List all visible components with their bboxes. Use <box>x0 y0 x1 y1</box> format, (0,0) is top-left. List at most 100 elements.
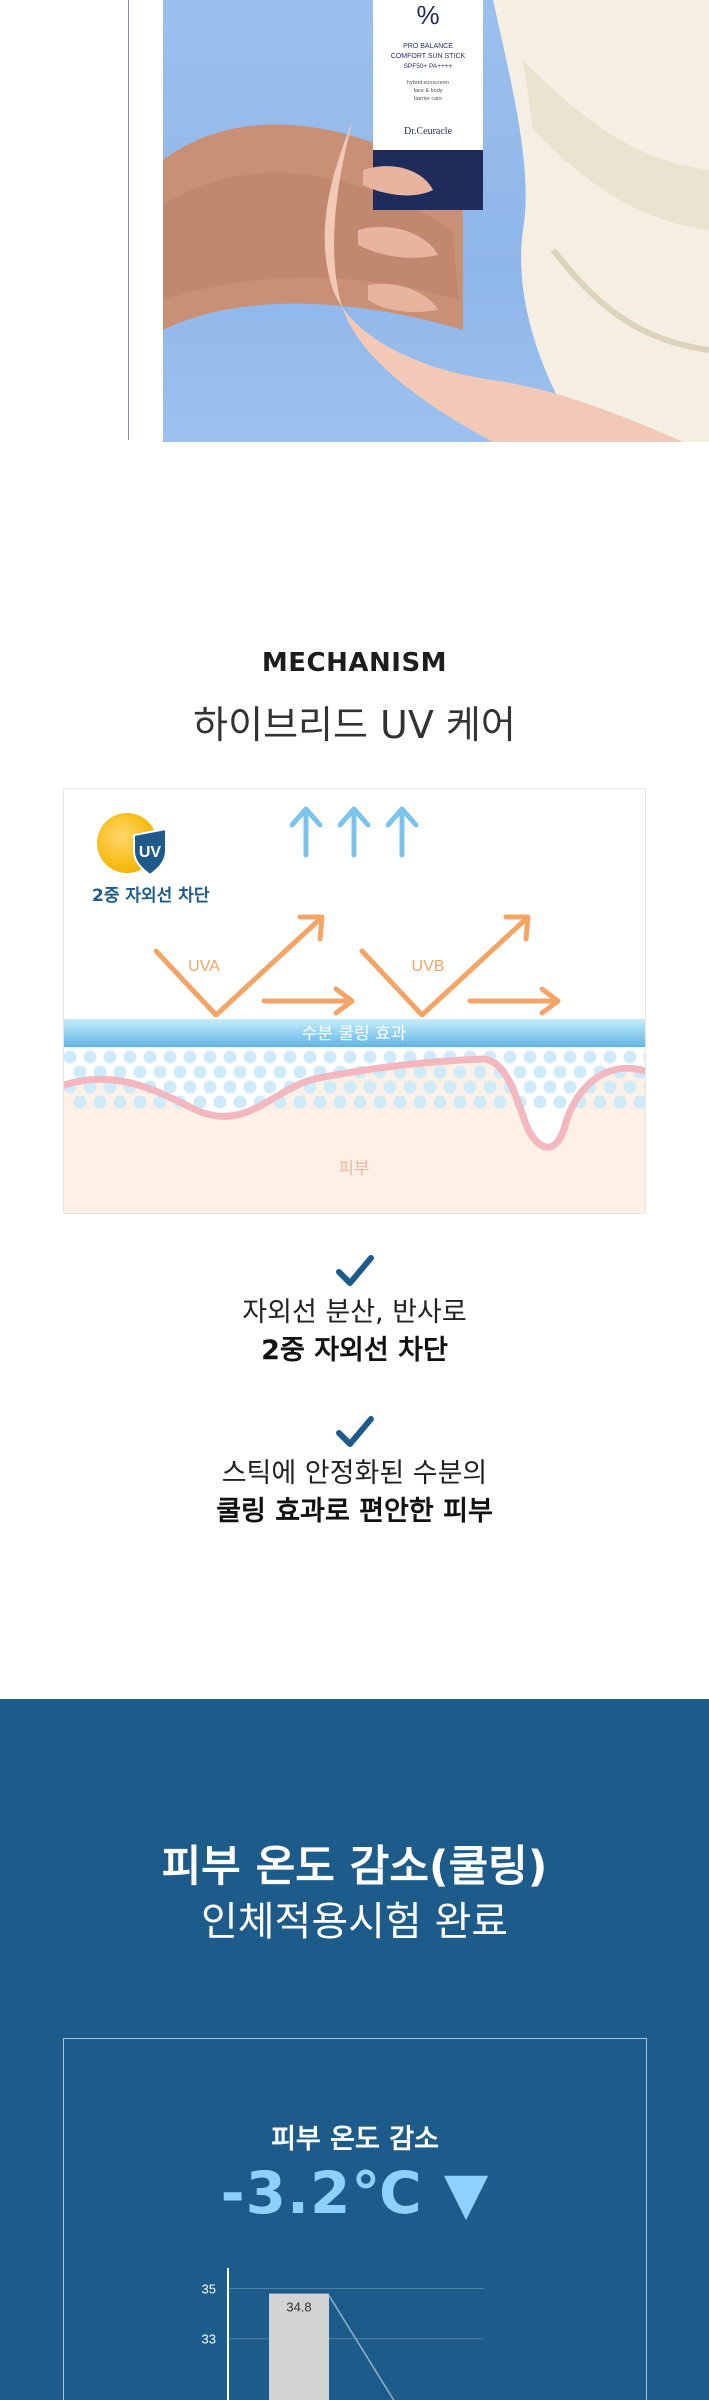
moisture-dot <box>563 1050 577 1064</box>
moisture-dot <box>443 1080 457 1094</box>
moisture-dot <box>643 1082 645 1092</box>
cooling-test-section: 피부 온도 감소(쿨링) 인체적용시험 완료 피부 온도 감소 -3.2℃ ▼ … <box>0 1699 709 2400</box>
product-desc-line-1: hybrid sunscreen <box>407 80 449 86</box>
product-brand: Dr.Ceuracle <box>404 126 453 137</box>
moisture-dot <box>353 1095 367 1109</box>
product-name-line-1: PRO BALANCE <box>403 43 453 50</box>
moisture-dot <box>453 1065 467 1079</box>
moisture-dot <box>233 1065 247 1079</box>
moisture-dot <box>93 1065 107 1079</box>
moisture-dot <box>133 1095 147 1109</box>
moisture-dot <box>543 1080 557 1094</box>
y-tick-label: 35 <box>202 2282 216 2297</box>
moisture-dot <box>73 1095 87 1109</box>
moisture-dot <box>323 1050 337 1064</box>
moisture-dot <box>413 1095 427 1109</box>
moisture-dot <box>463 1080 477 1094</box>
moisture-dot <box>303 1050 317 1064</box>
moisture-dot <box>423 1080 437 1094</box>
moisture-dot <box>163 1050 177 1064</box>
moisture-dot <box>603 1080 617 1094</box>
checkmark-icon <box>335 1255 374 1286</box>
bar-data-label: 34.8 <box>286 2300 311 2315</box>
moisture-dot <box>93 1095 107 1109</box>
moisture-dot <box>413 1065 427 1079</box>
moisture-dot <box>363 1050 377 1064</box>
uva-reflect-arrow-icon <box>153 914 355 1018</box>
product-name-line-3: SPF50+ PA++++ <box>404 63 453 70</box>
moisture-dot <box>103 1050 117 1064</box>
benefit-point-2-line1: 스틱에 안정화된 수분의 <box>221 1458 488 1489</box>
moisture-dot <box>453 1095 467 1109</box>
moisture-dot <box>603 1050 617 1064</box>
moisture-dot <box>583 1050 597 1064</box>
water-cooling-label: 수분 쿨링 효과 <box>302 1024 407 1044</box>
moisture-dot <box>213 1095 227 1109</box>
cooling-title-line1: 피부 온도 감소(쿨링) <box>161 1842 548 1892</box>
moisture-dot <box>183 1050 197 1064</box>
skin-label: 피부 <box>338 1159 369 1179</box>
mechanism-title: 하이브리드 UV 케어 <box>193 703 516 747</box>
mechanism-diagram: UV 2중 자외선 차단 UVA UVB <box>63 788 646 1214</box>
moisture-dot <box>263 1080 277 1094</box>
moisture-dot <box>393 1095 407 1109</box>
moisture-dot <box>203 1080 217 1094</box>
moisture-dot <box>313 1095 327 1109</box>
skin-surface-line <box>64 1055 645 1151</box>
moisture-dot <box>493 1095 507 1109</box>
moisture-dot <box>103 1080 117 1094</box>
moisture-dot <box>613 1095 627 1109</box>
benefit-point-2: 스틱에 안정화된 수분의 쿨링 효과로 편안한 피부 <box>0 1415 709 1531</box>
moisture-dot <box>553 1065 567 1079</box>
water-cooling-layer <box>64 1019 645 1047</box>
mechanism-eyebrow: MECHANISM <box>261 648 448 678</box>
moisture-dot <box>533 1065 547 1079</box>
moisture-dot <box>383 1080 397 1094</box>
moisture-dot <box>593 1095 607 1109</box>
moisture-dot <box>333 1095 347 1109</box>
uva-label: UVA <box>188 958 220 975</box>
moisture-dot <box>503 1050 517 1064</box>
moisture-dot <box>373 1095 387 1109</box>
moisture-dot <box>283 1050 297 1064</box>
benefit-point-1: 자외선 분산, 반사로 2중 자외선 차단 <box>0 1254 709 1370</box>
upward-arrows-icon <box>289 806 419 858</box>
moisture-dot <box>243 1080 257 1094</box>
moisture-dot <box>623 1080 637 1094</box>
moisture-dot <box>123 1050 137 1064</box>
product-desc-line-3: barrier care <box>414 96 442 102</box>
product-desc-line-2: face & body <box>413 88 442 94</box>
moisture-dot <box>193 1095 207 1109</box>
moisture-dot <box>343 1080 357 1094</box>
moisture-dot <box>523 1080 537 1094</box>
moisture-dot <box>203 1050 217 1064</box>
moisture-dot <box>64 1050 77 1064</box>
moisture-dot <box>143 1050 157 1064</box>
moisture-dot <box>293 1095 307 1109</box>
moisture-dot <box>163 1080 177 1094</box>
hero-divider-line <box>128 0 129 440</box>
benefit-point-2-line2: 쿨링 효과로 편안한 피부 <box>216 1496 493 1527</box>
result-value: -3.2℃ ▼ <box>220 2159 490 2227</box>
moisture-dot <box>433 1095 447 1109</box>
moisture-dot <box>113 1095 127 1109</box>
moisture-dot <box>83 1080 97 1094</box>
product-name-line-2: COMFORT SUN STICK <box>391 53 466 60</box>
uv-badge-text: UV <box>139 844 162 861</box>
result-label: 피부 온도 감소 <box>271 2124 439 2155</box>
trend-line <box>328 2295 395 2400</box>
moisture-dot <box>183 1080 197 1094</box>
moisture-dot <box>383 1050 397 1064</box>
moisture-dot <box>363 1080 377 1094</box>
moisture-dot <box>513 1065 527 1079</box>
moisture-dot <box>433 1065 447 1079</box>
benefit-point-1-line1: 자외선 분산, 반사로 <box>242 1297 467 1328</box>
moisture-dot <box>343 1050 357 1064</box>
moisture-dot <box>223 1080 237 1094</box>
moisture-dot <box>403 1050 417 1064</box>
moisture-dot <box>483 1080 497 1094</box>
product-photo: % PRO BALANCE COMFORT SUN STICK SPF50+ P… <box>163 0 709 442</box>
moisture-dot <box>153 1065 167 1079</box>
